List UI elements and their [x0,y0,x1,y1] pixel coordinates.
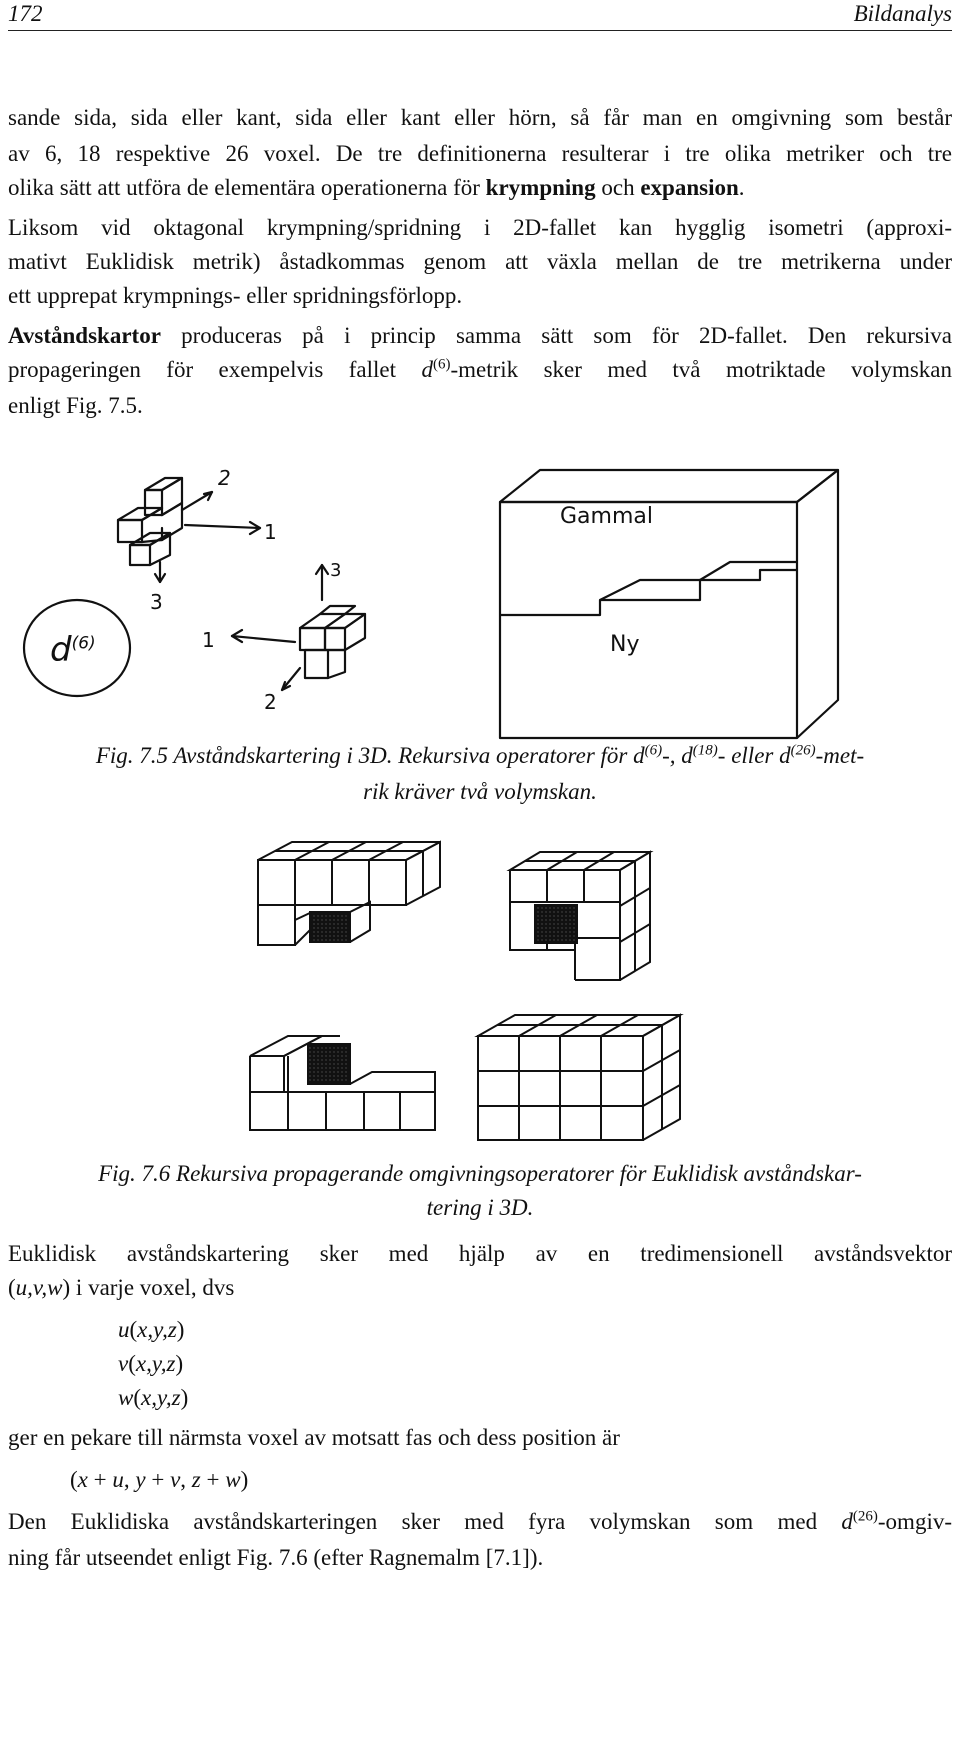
upper-voxel-cluster [116,476,184,567]
voxel-block-top-left [257,840,441,946]
circle-label: d(6) [50,630,96,670]
paragraph-1-line-3: olika sätt att utföra de elementära oper… [8,175,745,200]
running-title: Bildanalys [853,1,952,26]
lower-voxel-cluster [298,604,367,680]
paragraph-6-line-2: ning får utseendet enligt Fig. 7.6 (efte… [8,1545,544,1570]
paragraph-2-line-3: ett upprepat krympnings- eller spridning… [8,283,463,308]
label-3-upper: 3 [150,590,163,614]
equation-w: w(x,y,z) [118,1385,189,1410]
label-3-lower: 3 [330,560,342,581]
label-1-upper: 1 [264,520,277,544]
label-2-lower: 2 [264,690,277,714]
paragraph-4-line-1: Euklidisk avståndskartering sker med hjä… [8,1241,952,1266]
label-1-lower: 1 [202,628,215,652]
figure-7-5-box-drawing [498,468,840,740]
label-gammal: Gammal [560,504,653,529]
voxel-block-top-right [506,850,654,981]
voxel-block-bottom-right [474,1013,684,1141]
figure-7-6-caption-line-2: tering i 3D. [426,1195,534,1220]
figure-7-5-caption-line-1: Fig. 7.5 Avståndskartering i 3D. Rekursi… [95,742,865,768]
figure-7-5-left-drawing [22,476,367,698]
paragraph-3-line-2: propageringen för exempelvis fallet d(6)… [8,356,952,382]
figure-7-5-caption-line-2: rik kräver två volymskan. [363,779,597,804]
figure-7-6-voxel-drawings [249,840,684,1141]
term-krympning: krympning [485,175,596,200]
voxel-block-bottom-left [249,1035,436,1131]
paragraph-2-line-1: Liksom vid oktagonal krympning/spridning… [8,215,952,240]
d6-circle [22,598,132,698]
paragraph-6-line-1: Den Euklidiska avståndskarteringen sker … [8,1508,952,1534]
paragraph-1-line-1: sande sida, sida eller kant, sida eller … [8,105,952,130]
term-expansion: expansion [640,175,739,200]
arrow-2-lower [280,666,302,692]
paragraph-5: ger en pekare till närmsta voxel av mots… [8,1425,620,1450]
position-expression: (x + u, y + v, z + w) [70,1467,249,1492]
paragraph-3-line-3: enligt Fig. 7.5. [8,393,143,418]
page-number: 172 [8,1,43,26]
equation-u: u(x,y,z) [118,1317,185,1342]
arrow-1-lower [230,634,297,644]
term-avstandskartor: Avståndskartor [8,323,161,348]
paragraph-2-line-2: mativt Euklidisk metrik) åstadkommas gen… [8,249,952,274]
arrow-1-upper [183,523,262,530]
paragraph-3-line-1: Avståndskartor produceras på i princip s… [8,323,952,348]
label-2-upper: 2 [218,466,231,490]
equation-v: v(x,y,z) [118,1351,184,1376]
label-ny: Ny [610,632,640,657]
paragraph-1-line-2: av 6, 18 respektive 26 voxel. De tre def… [8,141,952,166]
figure-7-6-caption-line-1: Fig. 7.6 Rekursiva propagerande omgivnin… [98,1161,862,1186]
page-header: 172 Bildanalys [8,0,952,31]
arrow-2-upper [180,490,214,512]
paragraph-4-line-2: (u,v,w) i varje voxel, dvs [8,1275,235,1300]
